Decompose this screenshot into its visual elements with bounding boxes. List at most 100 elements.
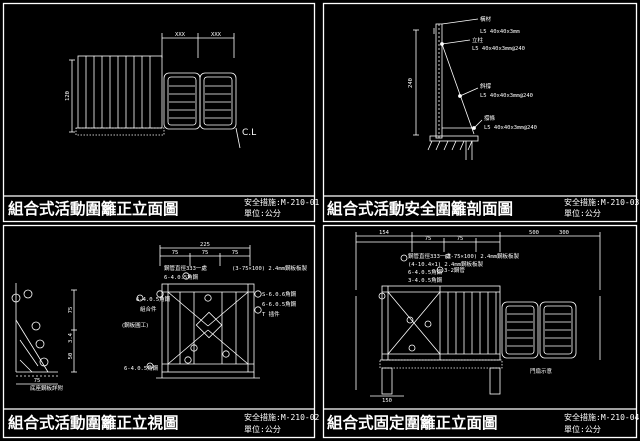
panel-3-drawing [11, 245, 262, 385]
p3-left-dim-a: 75 [68, 307, 74, 314]
p4-label-6: 3-4.0.5角鋼 [408, 276, 443, 284]
panel-frame-bottom-left [2, 224, 316, 439]
p3-callout-circle [204, 294, 212, 302]
p1-code: 安全措施:M-210-01 [244, 197, 320, 207]
p2-leader-3 [459, 87, 479, 97]
p2-node [472, 126, 476, 130]
p4-fence-base [379, 359, 503, 369]
panel-1-drawing [69, 33, 241, 149]
p3-callout-circle [184, 356, 192, 364]
p3-label-10: 6-4.0.5角鋼 [124, 364, 159, 372]
p4-callout-circle [408, 344, 416, 352]
p4-fence-bars [447, 292, 497, 354]
p4-gate-right-outer [539, 301, 577, 359]
p1-gate-right-inner [203, 76, 233, 126]
p3-title: 組合式活動圍籬正立視圖 [8, 413, 179, 432]
panel-frame-top-left [2, 2, 316, 223]
p3-side-brace-3 [19, 359, 33, 373]
p3-bottom-dim: 75 [34, 378, 41, 384]
p3-label-6: 6-4.0.5角鋼 [136, 295, 171, 303]
p3-label-2: 6-4.0.5角鋼 [164, 273, 199, 281]
p3-side-brace-2 [19, 339, 39, 367]
p3-callout-circle [156, 290, 164, 298]
p3-callout-circle [254, 290, 262, 298]
p1-dim-right: XXX [211, 32, 222, 38]
p3-bottom-label: 底座鋼板詳附 [30, 384, 64, 392]
p3-x-brace [207, 291, 249, 327]
p3-left-dim-c: 50 [68, 353, 74, 360]
p4-gate-left-outer [501, 301, 539, 359]
p2-hatch [435, 140, 441, 151]
p4-label-2: (3-75×100) 2.4mm鋼板板製 [444, 252, 519, 260]
p4-gate-rails [507, 313, 571, 347]
p1-gate-left-inner [167, 76, 197, 126]
p4-gate-left-inner [505, 305, 535, 355]
p2-label-post-spec: L5 40x40x3mm@240 [472, 46, 525, 52]
p2-hatch [451, 140, 457, 151]
p3-callout-circle [254, 306, 262, 314]
p2-label-rail: 橫材 [480, 15, 492, 23]
p1-centerline-label: C.L [242, 128, 256, 138]
p2-unit: 單位:公分 [564, 208, 601, 218]
p1-unit: 單位:公分 [244, 208, 281, 218]
p3-callout-circle [31, 321, 41, 331]
p2-label-rail-spec: L5 40x40x3mm [480, 29, 520, 35]
p2-title: 組合式活動安全圍籬剖面圖 [327, 199, 513, 218]
p3-label-3: (3-75×100) 2.4mm鋼板板製 [232, 264, 307, 272]
p1-panel-base [75, 127, 165, 136]
p2-label-post: 立柱 [472, 36, 484, 44]
p4-bottom-dim: 150 [382, 398, 392, 404]
p2-label-strut: 撐條 [484, 114, 496, 122]
p2-leader-2 [441, 39, 471, 45]
p2-ground-hatch [427, 140, 473, 151]
panel-frame-bottom-right [322, 224, 638, 439]
p3-left-dim-b: 3.4 [68, 332, 74, 343]
p2-brace [441, 43, 475, 135]
p1-gate-right-outer [199, 72, 237, 130]
p3-code: 安全措施:M-210-02 [244, 412, 320, 422]
p2-node [458, 94, 462, 98]
p4-gate-label: 門扇示意 [530, 367, 553, 375]
p4-code: 安全措施:M-210-04 [564, 412, 640, 422]
p4-callout-circle [378, 292, 386, 300]
p3-x-brace [207, 329, 249, 365]
p1-side-dim: 120 [65, 91, 71, 101]
p3-label-4: 組合件 [140, 305, 157, 313]
p4-label-1: 鋼管直徑333一處 [408, 252, 451, 260]
p2-side-dim: 240 [408, 78, 414, 88]
p3-dim-a: 75 [172, 250, 179, 256]
p3-label-9: T 插件 [262, 310, 280, 318]
p2-hatch [459, 140, 465, 151]
p3-label-5: (鋼板圓工) [122, 321, 148, 329]
p4-label-5: 6-4.0.5角鋼 [408, 268, 443, 276]
p3-frame [161, 283, 255, 373]
p2-leader-1 [441, 18, 479, 25]
p3-callout-circle [23, 289, 33, 299]
p3-label-8: 6-6.0.5角鋼 [262, 300, 297, 308]
p4-dim-a: 154 [379, 230, 390, 236]
p4-x-brace [387, 291, 441, 355]
p4-dim-d: 500 [529, 230, 539, 236]
p2-base [429, 135, 479, 142]
p2-code: 安全措施:M-210-03 [564, 197, 640, 207]
panel-2-drawing [413, 18, 483, 160]
p1-gate-horizontals [169, 85, 231, 119]
p3-label-7: S-6.0.6角鋼 [262, 290, 297, 298]
p4-dim-e: 300 [559, 230, 569, 236]
p4-gate-right-inner [543, 305, 573, 355]
p3-callout-circle [35, 339, 45, 349]
p3-callout-circle [222, 350, 230, 358]
p4-footing [489, 367, 501, 395]
p4-footing [381, 367, 393, 395]
p4-unit: 單位:公分 [564, 424, 601, 434]
p2-label-strut-spec: L5 40x40x3mm@240 [484, 125, 537, 131]
p4-callout-circle [424, 320, 432, 328]
p3-dim-c: 75 [232, 250, 239, 256]
p2-hatch [427, 140, 433, 151]
panel-frame-top-right [322, 2, 638, 223]
p4-title: 組合式固定圍籬正立面圖 [327, 413, 498, 432]
p1-vertical-slats [85, 56, 151, 128]
